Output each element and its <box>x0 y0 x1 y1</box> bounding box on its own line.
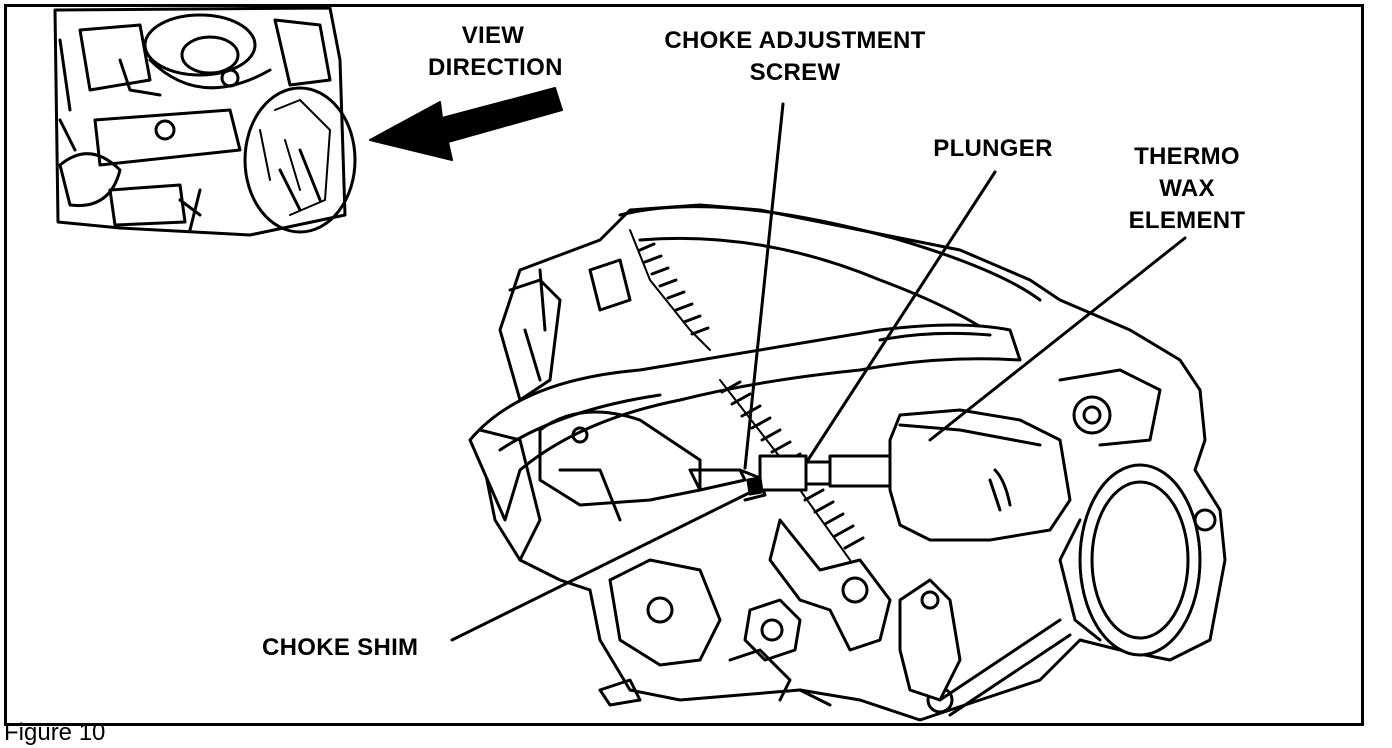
leader-choke-adjustment-screw <box>743 102 785 470</box>
leader-plunger <box>806 170 997 462</box>
view-direction-label: VIEW DIRECTION <box>428 20 563 84</box>
choke-adjustment-screw-line2: SCREW <box>749 59 841 86</box>
thermo-wax-element-line1: THERMO <box>1134 143 1240 170</box>
figure-caption: Figure 10 <box>4 719 106 746</box>
view-direction-arrow <box>369 87 563 161</box>
leader-choke-shim <box>450 488 757 642</box>
plunger-label: PLUNGER <box>933 135 1053 162</box>
inset-carburetor-overview <box>53 6 357 237</box>
main-carburetor-drawing <box>468 203 1227 722</box>
choke-adjustment-screw-label: CHOKE ADJUSTMENT SCREW <box>655 25 935 89</box>
figure-frame <box>4 4 1364 726</box>
choke-shim-label: CHOKE SHIM <box>262 634 419 661</box>
thermo-wax-element-line2: WAX <box>1159 175 1215 202</box>
thermo-wax-element-line3: ELEMENT <box>1128 207 1246 234</box>
view-direction-line1: VIEW <box>461 22 525 49</box>
thermo-wax-element-label: THERMO WAX ELEMENT <box>1122 141 1252 237</box>
leader-thermo-wax <box>928 236 1187 442</box>
choke-adjustment-screw-line1: CHOKE ADJUSTMENT <box>664 27 926 54</box>
leader-lines <box>450 102 1187 642</box>
view-direction-line2: DIRECTION <box>428 54 563 81</box>
